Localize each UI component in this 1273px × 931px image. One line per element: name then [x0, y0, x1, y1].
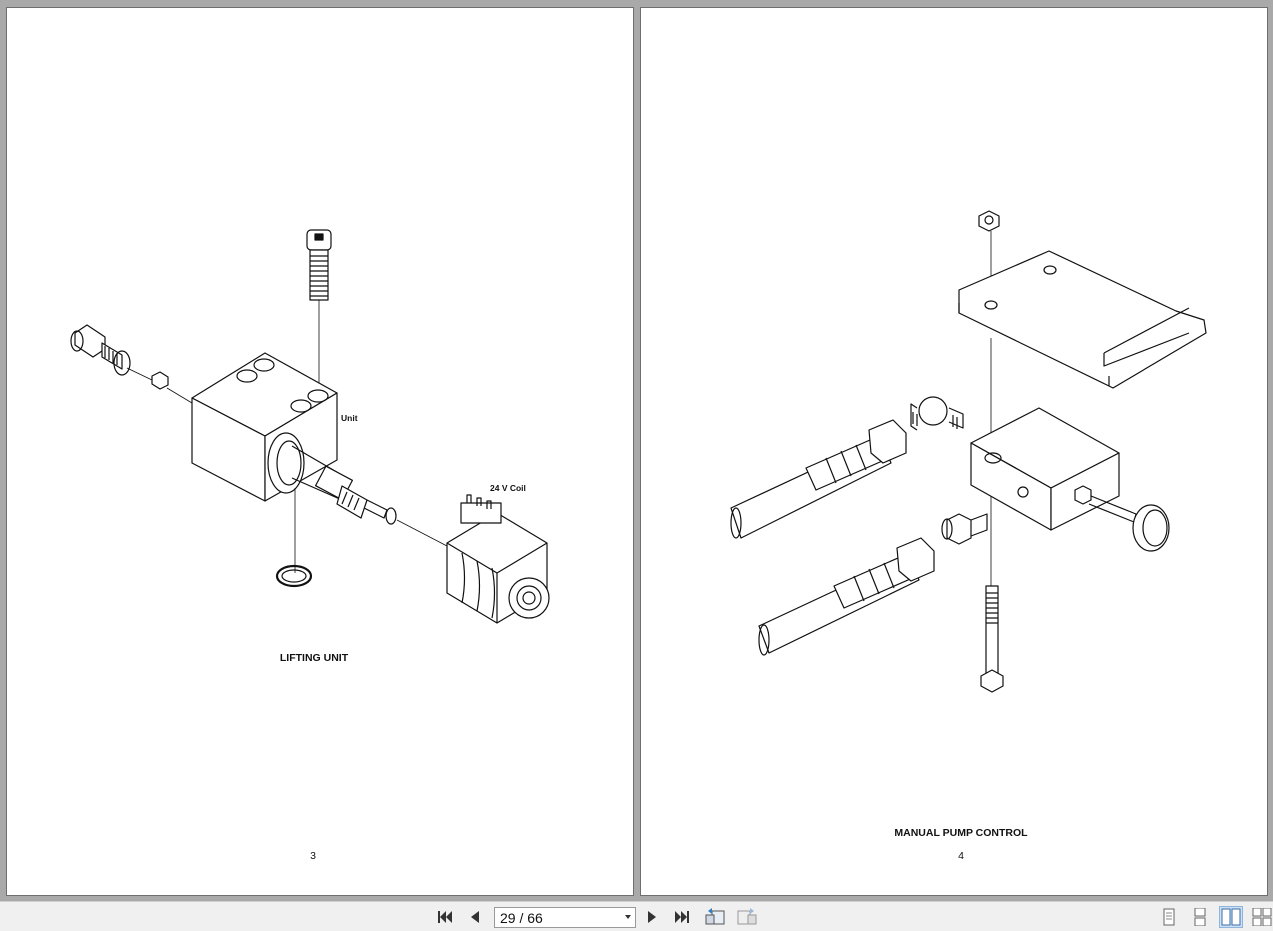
- valve-stem: [267, 432, 397, 525]
- o-ring: [275, 564, 313, 588]
- straight-fitting: [941, 513, 988, 545]
- caption-lifting-unit: LIFTING UNIT: [279, 652, 349, 664]
- mounting-bracket: [958, 250, 1207, 389]
- hydraulic-fitting: [70, 324, 131, 376]
- adjustment-knob: [1074, 485, 1170, 552]
- valve-block: [191, 352, 338, 502]
- caption-manual-pump-control: MANUAL PUMP CONTROL: [894, 827, 1028, 839]
- two-page-continuous-view-icon: [1252, 908, 1271, 926]
- document-page-right: MANUAL PUMP CONTROL 4: [640, 7, 1268, 896]
- first-page-icon: [438, 911, 452, 923]
- hydraulic-hose-upper: [730, 419, 907, 539]
- document-page-left: Unit 24 V Coil LIFTING UNIT 3: [6, 7, 634, 896]
- solenoid-coil: [446, 494, 550, 624]
- next-page-button[interactable]: [640, 906, 664, 928]
- single-page-view-button[interactable]: [1157, 906, 1181, 928]
- two-page-continuous-view-button[interactable]: [1250, 906, 1273, 928]
- page-number-right: 4: [958, 850, 964, 862]
- control-block: [970, 407, 1120, 531]
- elbow-fitting: [910, 396, 964, 431]
- lifting-unit-drawing: [70, 229, 550, 624]
- first-page-button[interactable]: [433, 906, 457, 928]
- page-number-left: 3: [310, 850, 316, 862]
- hydraulic-hose-lower: [758, 537, 935, 656]
- hex-nut: [978, 210, 1000, 232]
- cap-screw: [306, 229, 332, 301]
- chevron-down-icon[interactable]: [625, 915, 631, 919]
- label-unit: Unit: [341, 413, 358, 423]
- viewer-toolbar: 29 / 66: [0, 901, 1273, 931]
- previous-page-icon: [471, 911, 479, 923]
- go-back-view-icon: [705, 908, 725, 925]
- page-indicator-text: 29 / 66: [500, 909, 543, 926]
- continuous-view-icon: [1194, 908, 1206, 926]
- label-coil: 24 V Coil: [490, 483, 526, 493]
- two-page-view-button[interactable]: [1219, 906, 1243, 928]
- last-page-icon: [675, 911, 689, 923]
- go-back-view-button[interactable]: [703, 906, 727, 928]
- hex-bolt: [980, 585, 1004, 693]
- two-page-view-icon: [1221, 908, 1241, 926]
- last-page-button[interactable]: [670, 906, 694, 928]
- next-page-icon: [648, 911, 656, 923]
- single-page-view-icon: [1163, 908, 1175, 926]
- page-number-input[interactable]: 29 / 66: [494, 907, 636, 928]
- go-forward-view-icon: [737, 908, 757, 925]
- continuous-view-button[interactable]: [1188, 906, 1212, 928]
- previous-page-button[interactable]: [463, 906, 487, 928]
- manual-pump-control-drawing: [730, 210, 1207, 693]
- go-forward-view-button[interactable]: [735, 906, 759, 928]
